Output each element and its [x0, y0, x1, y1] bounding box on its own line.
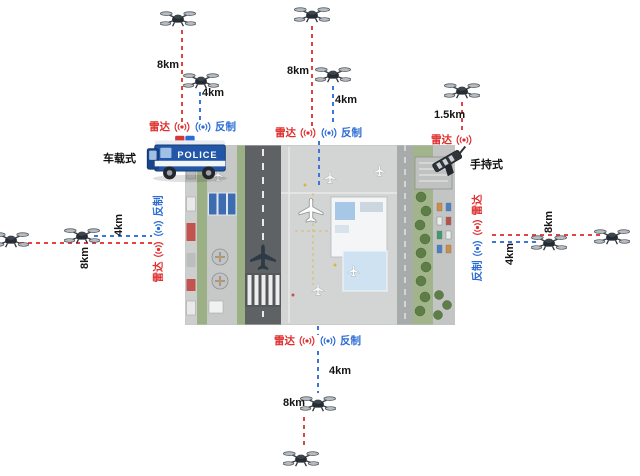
vehicle-mounted-label: 车载式 — [103, 153, 136, 165]
distance-label: 8km — [157, 59, 180, 71]
radar-signal-icon — [472, 219, 484, 237]
distance-label: 1.5km — [434, 109, 466, 121]
drone-icon — [594, 227, 630, 252]
counter-signal-icon — [319, 335, 337, 347]
counter-range-line-bottom — [317, 351, 319, 393]
counter-label: 反制 — [215, 121, 236, 133]
radar-label: 雷达 — [274, 335, 295, 347]
drone-icon — [315, 65, 351, 90]
station-top-right: 雷达 — [431, 133, 473, 147]
radar-signal-icon — [153, 241, 165, 259]
counter-line-bottom-from-map — [317, 326, 319, 335]
radar-label: 雷达 — [431, 134, 452, 146]
station-top-mid: 雷达 反制 — [275, 126, 362, 140]
handheld-label: 手持式 — [470, 159, 503, 171]
counter-range-line-top-mid — [332, 86, 334, 126]
radar-label: 雷达 — [275, 127, 296, 139]
radar-range-line-top-right — [461, 102, 463, 132]
counter-signal-icon — [153, 220, 165, 238]
radar-label: 雷达 — [471, 194, 484, 216]
counter-label: 反制 — [471, 260, 484, 282]
counter-signal-icon — [320, 127, 338, 139]
counter-line-top-mid-into-map — [318, 141, 320, 186]
distance-label: 8km — [79, 246, 92, 270]
radar-range-line-top-mid — [311, 26, 313, 126]
radar-signal-icon — [298, 335, 316, 347]
radar-range-line-left — [20, 242, 152, 244]
station-right: 反制 雷达 — [471, 195, 485, 282]
counter-signal-icon — [472, 240, 484, 258]
drone-icon — [300, 394, 336, 419]
radar-label: 雷达 — [149, 121, 170, 133]
handheld-jammer-icon — [428, 142, 472, 183]
counter-range-line-right — [492, 241, 540, 243]
station-top-left: 雷达 反制 — [149, 120, 236, 134]
counter-range-line-left — [94, 235, 152, 237]
drone-icon — [0, 230, 29, 255]
radar-range-line-right — [492, 234, 604, 236]
distance-label: 8km — [287, 65, 310, 77]
radar-signal-icon — [299, 127, 317, 139]
drone-icon — [531, 233, 567, 258]
distance-label: 4km — [504, 242, 517, 266]
counter-label: 反制 — [340, 335, 361, 347]
distance-label: 4km — [202, 87, 225, 99]
counter-label: 反制 — [341, 127, 362, 139]
distance-label: 8km — [283, 397, 306, 409]
radar-range-line-top-left — [181, 30, 183, 122]
distance-label: 4km — [329, 365, 352, 377]
drone-icon — [444, 81, 480, 106]
truck-police-text: POLICE — [177, 150, 217, 160]
counter-label: 反制 — [152, 195, 165, 217]
police-truck-icon: POLICE — [146, 132, 234, 189]
radar-label: 雷达 — [152, 261, 165, 283]
station-bottom: 雷达 反制 — [274, 334, 361, 348]
counter-range-line-top-left — [199, 92, 201, 122]
drone-icon — [160, 9, 196, 34]
drone-icon — [283, 449, 319, 474]
distance-label: 4km — [335, 94, 358, 106]
radar-range-line-bottom — [303, 417, 305, 448]
station-left: 雷达 反制 — [152, 196, 166, 283]
drone-icon — [294, 5, 330, 30]
distance-label: 8km — [543, 210, 556, 234]
distance-label: 4km — [113, 213, 126, 237]
